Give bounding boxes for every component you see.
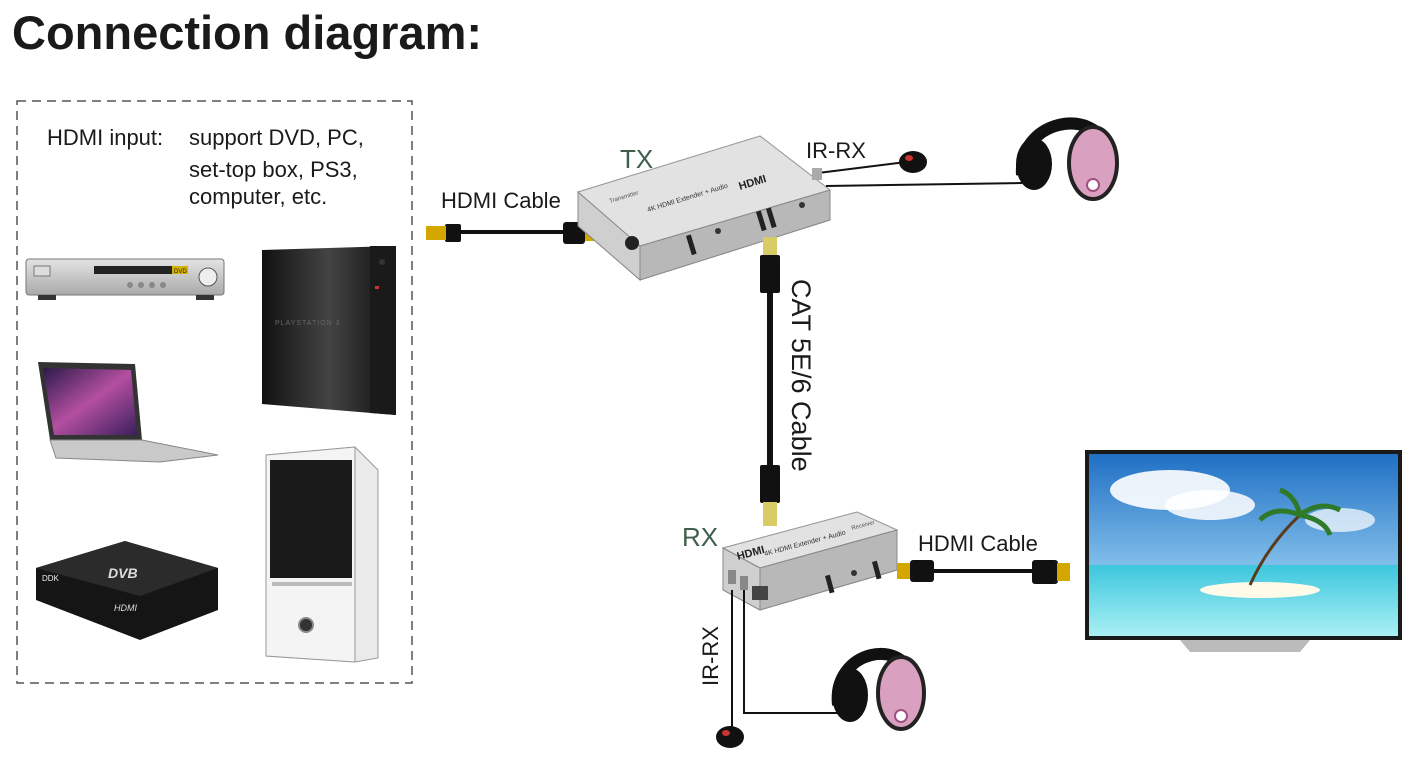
input-sources-box bbox=[16, 100, 413, 684]
headphones-top-icon bbox=[1015, 117, 1119, 201]
hdmi-cable-right bbox=[897, 560, 1070, 584]
set-top-box-image: DDK DVB HDMI bbox=[36, 541, 218, 640]
ir-rx-bottom-label: IR-RX bbox=[698, 626, 723, 686]
ir-rx-top-label: IR-RX bbox=[806, 138, 866, 163]
page-title: Connection diagram: bbox=[12, 6, 483, 59]
tv-image bbox=[1085, 450, 1402, 652]
tx-audio-cable bbox=[825, 182, 1023, 187]
hdmi-input-line-2: set-top box, PS3, bbox=[189, 157, 358, 182]
tx-extender-image: HDMI 4K HDMI Extender + Audio Transmitte… bbox=[576, 135, 832, 282]
cat-cable-label: CAT 5E/6 Cable bbox=[786, 279, 816, 472]
laptop-image bbox=[38, 362, 219, 463]
hdmi-cable-right-label: HDMI Cable bbox=[918, 531, 1038, 556]
cat-cable bbox=[760, 237, 780, 526]
hdmi-cable-left-label: HDMI Cable bbox=[441, 188, 561, 213]
tx-label: TX bbox=[620, 144, 653, 174]
stb-logo: DVB bbox=[108, 565, 138, 581]
ir-receiver-bottom-icon bbox=[716, 726, 744, 748]
stb-brand: DDK bbox=[42, 574, 60, 583]
headphones-bottom-icon bbox=[831, 648, 926, 731]
ps3-text: PLAYSTATION 3 bbox=[275, 320, 341, 327]
dvd-text: DVD bbox=[174, 269, 187, 275]
ir-rx-top-jack bbox=[812, 168, 822, 180]
dvd-player-image: DVD bbox=[25, 258, 225, 300]
hdmi-input-line-3: computer, etc. bbox=[189, 184, 327, 209]
hdmi-cable-left bbox=[426, 222, 599, 244]
hdmi-input-label: HDMI input: bbox=[47, 125, 163, 150]
rx-label: RX bbox=[682, 522, 718, 552]
stb-hdmi: HDMI bbox=[114, 603, 137, 613]
tower-pc-image bbox=[265, 446, 379, 663]
rx-side-text: Receiver bbox=[851, 520, 875, 532]
rx-audio-cable bbox=[743, 590, 838, 714]
hdmi-input-line-1: support DVD, PC, bbox=[189, 125, 364, 150]
ir-rx-top-cable bbox=[817, 161, 907, 174]
ir-receiver-top-icon bbox=[899, 151, 927, 173]
rx-extender-image: HDMI 4K HDMI Extender + Audio Receiver bbox=[721, 511, 899, 611]
ps3-console-image: PLAYSTATION 3 bbox=[262, 246, 396, 415]
